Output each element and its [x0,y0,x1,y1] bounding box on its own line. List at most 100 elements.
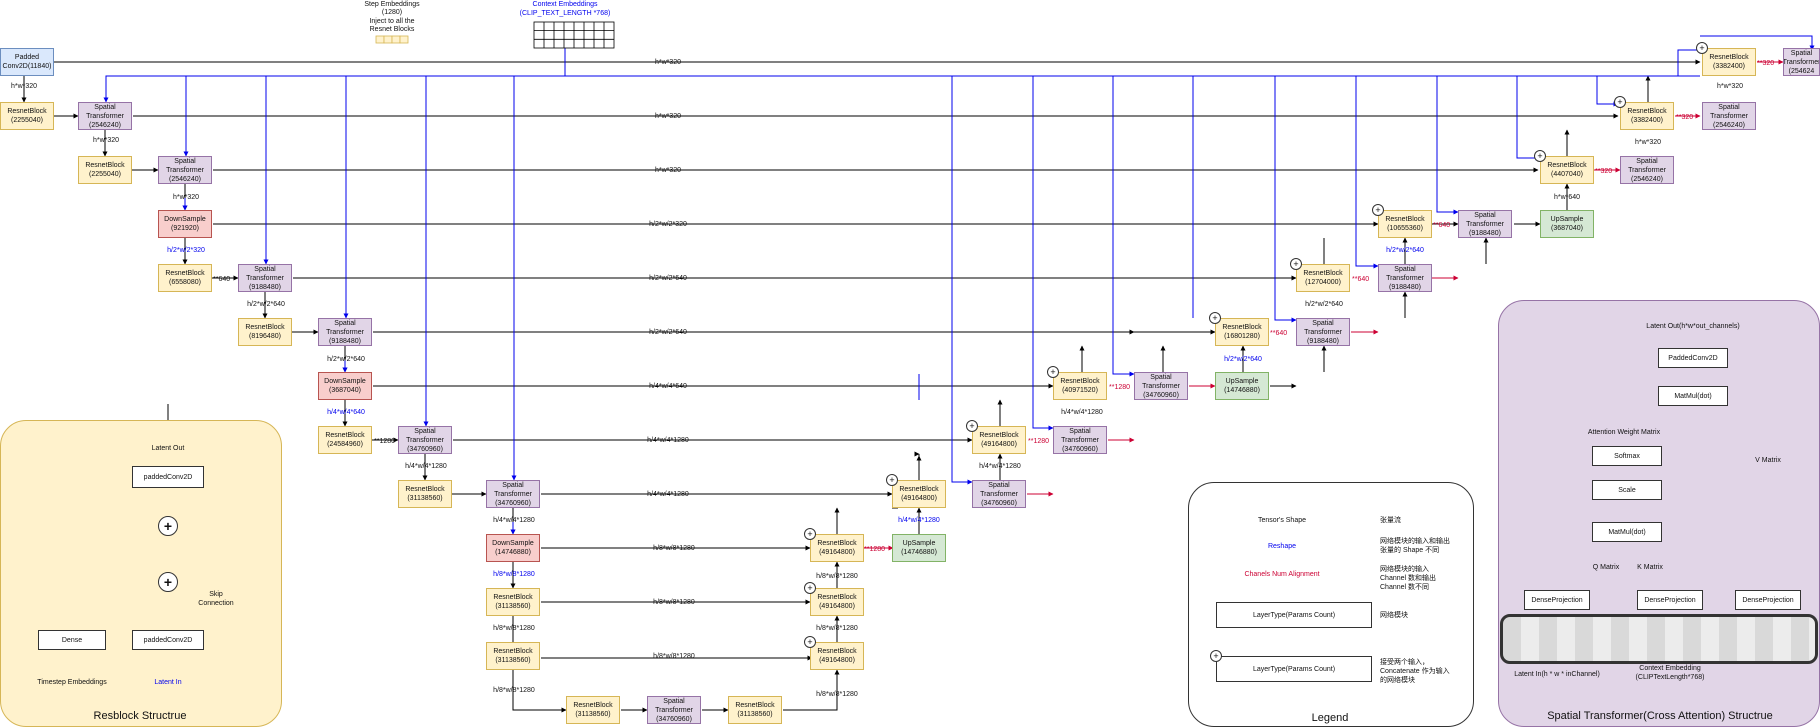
resnet-block-6[interactable]: ResnetBlock(31138560) [398,480,452,508]
shape-label: h/2*w/2*320 [649,221,687,228]
up-resnet-block-8[interactable]: ResnetBlock(12704000) [1296,264,1350,292]
padded-conv2d-input[interactable]: Padded Conv2D(11840) [0,48,54,76]
step-embeddings-inject-1: Inject to all the [369,18,415,25]
dense-projection-v[interactable]: DenseProjection [1735,590,1801,610]
resblock-padded-conv-top[interactable]: paddedConv2D [132,466,204,488]
upsample-1[interactable]: UpSample(14746880) [892,534,946,562]
concat-plus-icon: + [1290,258,1302,270]
legend-tensor-shape: Tensor's Shape [1257,516,1307,525]
shape-label: h/4*w/4*640 [649,383,687,390]
legend-tensor-shape-cn: 张量流 [1380,517,1401,524]
up-resnet-block-1[interactable]: ResnetBlock(49164800) [810,642,864,670]
up-resnet-block-5[interactable]: ResnetBlock(49164800) [972,426,1026,454]
resnet-block-2[interactable]: ResnetBlock(2255040) [78,156,132,184]
spatial-scale[interactable]: Scale [1592,480,1662,500]
up-resnet-block-12[interactable]: ResnetBlock(3382400) [1702,48,1756,76]
legend-title: Legend [1311,712,1349,724]
upsample-3[interactable]: UpSample(3687040) [1540,210,1594,238]
shape-label: h/2*w/2*640 [1305,301,1343,308]
legend-reshape: Reshape [1267,542,1297,551]
resnet-block-5[interactable]: ResnetBlock(24584960) [318,426,372,454]
resnet-block-1[interactable]: ResnetBlock(2255040) [0,102,54,130]
shape-label: h*w*320 [1634,139,1662,146]
downsample-1[interactable]: DownSample(921920) [158,210,212,238]
dense-projection-q[interactable]: DenseProjection [1524,590,1590,610]
concat-plus-icon: + [1372,204,1384,216]
concat-plus-icon: + [1614,96,1626,108]
downsample-3[interactable]: DownSample(14746880) [486,534,540,562]
shape-label: h/8*w/8*1280 [493,625,535,632]
up-resnet-block-7[interactable]: ResnetBlock(16801280) [1215,318,1269,346]
middle-resnet-block-1[interactable]: ResnetBlock(31138560) [566,696,620,724]
spatial-latent-in: Latent In(h * w * inChannel) [1514,671,1600,678]
spatial-matmul-bottom[interactable]: MatMul(dot) [1592,522,1662,542]
legend-chanels-cn-2: Channel 数和输出 [1380,575,1437,582]
spatial-structure-title: Spatial Transformer(Cross Attention) Str… [1547,710,1773,722]
context-embeddings-title: Context Embeddings [532,1,598,8]
channel-label: **640 [1270,330,1288,337]
shape-label: h/2*w/2*640 [327,356,365,363]
spatial-matmul-top[interactable]: MatMul(dot) [1658,386,1728,406]
context-embedding-grid [533,21,615,49]
step-embeddings-dim: (1280) [381,9,403,16]
up-resnet-block-2[interactable]: ResnetBlock(49164800) [810,588,864,616]
shape-label: h/8*w/8*1280 [816,625,858,632]
up-resnet-block-11[interactable]: ResnetBlock(3382400) [1620,102,1674,130]
shape-label: h/8*w/8*1280 [653,599,695,606]
reshape-label: h/4*w/4*1280 [898,517,940,524]
resnet-block-3[interactable]: ResnetBlock(6558080) [158,264,212,292]
dense-projection-k[interactable]: DenseProjection [1637,590,1703,610]
up-resnet-block-4[interactable]: ResnetBlock(49164800) [892,480,946,508]
concat-plus-icon: + [804,636,816,648]
up-resnet-block-6[interactable]: ResnetBlock(40971520) [1053,372,1107,400]
legend-reshape-cn-1: 网络模块的输入和输出 [1380,538,1450,545]
shape-label: h/4*w/4*1280 [647,437,689,444]
shape-label: h/4*w/4*1280 [1061,409,1103,416]
concat-plus-icon: + [804,528,816,540]
add-plus-icon: + [158,516,178,536]
add-plus-icon: + [158,572,178,592]
up-resnet-block-9[interactable]: ResnetBlock(10655360) [1378,210,1432,238]
resnet-block-4[interactable]: ResnetBlock(8196480) [238,318,292,346]
spatial-context-2: (CLIPTextLength*768) [1635,674,1705,681]
shape-label: h*w*320 [92,137,120,144]
channel-alignment-lines [864,59,1784,551]
concat-plus-icon: + [1047,366,1059,378]
downsample-2[interactable]: DownSample(3687040) [318,372,372,400]
resnet-block-8[interactable]: ResnetBlock(31138560) [486,642,540,670]
middle-resnet-block-2[interactable]: ResnetBlock(31138560) [728,696,782,724]
upsample-2[interactable]: UpSample(14746880) [1215,372,1269,400]
reshape-label: h/8*w/8*1280 [493,571,535,578]
redacted-block [1500,614,1818,664]
resnet-block-7[interactable]: ResnetBlock(31138560) [486,588,540,616]
shape-label: h/8*w/8*1280 [816,573,858,580]
resblock-dense[interactable]: Dense [38,630,106,650]
step-embedding-cells [375,35,409,44]
up-resnet-block-10[interactable]: ResnetBlock(4407040) [1540,156,1594,184]
spatial-softmax[interactable]: Softmax [1592,446,1662,466]
spatial-padded-conv[interactable]: PaddedConv2D [1658,348,1728,368]
resblock-padded-conv[interactable]: paddedConv2D [132,630,204,650]
shape-label: h*w*320 [654,113,682,120]
shape-label: h/4*w/4*1280 [979,463,1021,470]
step-embeddings-inject-2: Resnet Blocks [369,26,415,33]
up-resnet-block-3[interactable]: ResnetBlock(49164800) [810,534,864,562]
channel-label: **640 [213,276,231,283]
legend-layer-type-box: LayerType(Params Count) [1216,602,1372,628]
